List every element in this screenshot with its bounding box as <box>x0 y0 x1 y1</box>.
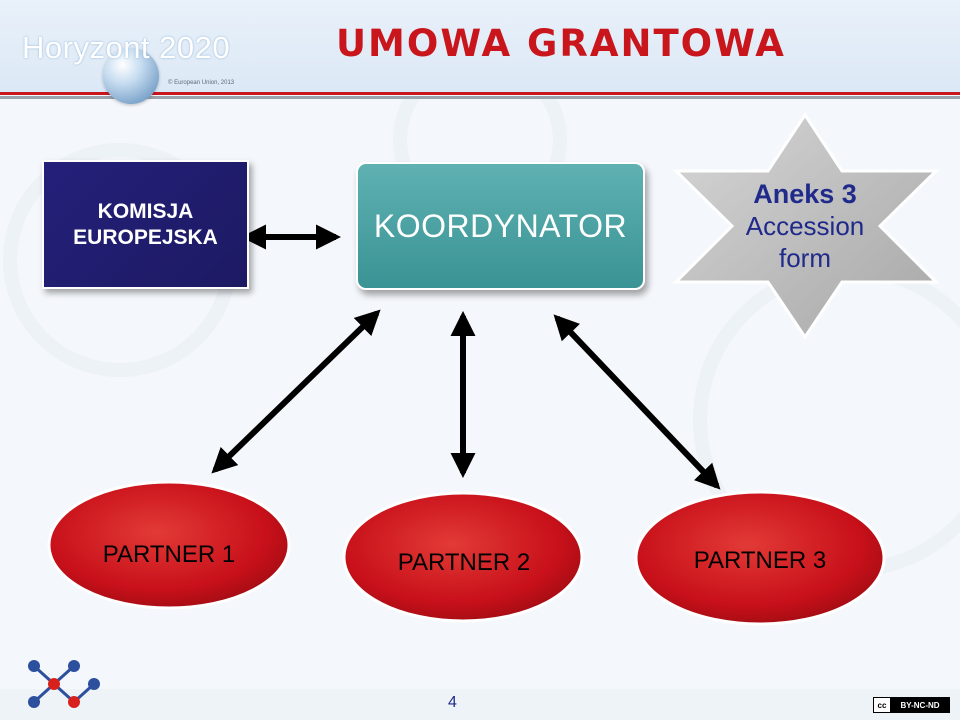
koordynator-box: KOORDYNATOR <box>356 162 645 290</box>
license-badge: cc BY-NC-ND <box>873 697 950 713</box>
molecule-logo-icon <box>28 660 100 708</box>
header-gray-rule <box>0 96 960 99</box>
komisja-label-line2: EUROPEJSKA <box>73 225 218 249</box>
komisja-europejska-box: KOMISJA EUROPEJSKA <box>42 160 249 289</box>
cc-icon: cc <box>874 698 891 712</box>
slide-title: UMOWA GRANTOWA <box>336 22 786 65</box>
komisja-label-line1: KOMISJA <box>97 199 194 223</box>
aneks-label-line2: Accession <box>745 211 865 241</box>
partner-1-label: PARTNER 1 <box>102 541 236 568</box>
arrow-koord-partner3 <box>553 314 721 490</box>
aneks-label-line1: Aneks 3 <box>753 179 857 209</box>
koordynator-label: KOORDYNATOR <box>373 207 628 244</box>
arrow-koord-partner1 <box>211 309 381 474</box>
slide-header <box>0 0 960 94</box>
aneks-label-line3: form <box>779 243 831 273</box>
slide-footer <box>0 689 960 720</box>
partner-ellipses <box>47 480 886 626</box>
header-red-rule <box>0 92 960 95</box>
license-label: BY-NC-ND <box>891 698 949 712</box>
partner-3-label: PARTNER 3 <box>693 547 827 574</box>
brand-logo-text: Horyzont 2020 <box>22 30 231 65</box>
partner-2-label: PARTNER 2 <box>397 549 531 576</box>
diagram-canvas <box>3 99 960 626</box>
aneks-star-shape <box>672 112 940 340</box>
page-number: 4 <box>448 694 457 711</box>
brand-copyright: © European Union, 2013 <box>168 80 235 86</box>
aneks-star-label: Aneks 3 Accession form <box>705 178 905 274</box>
globe-logo-icon <box>103 48 159 104</box>
